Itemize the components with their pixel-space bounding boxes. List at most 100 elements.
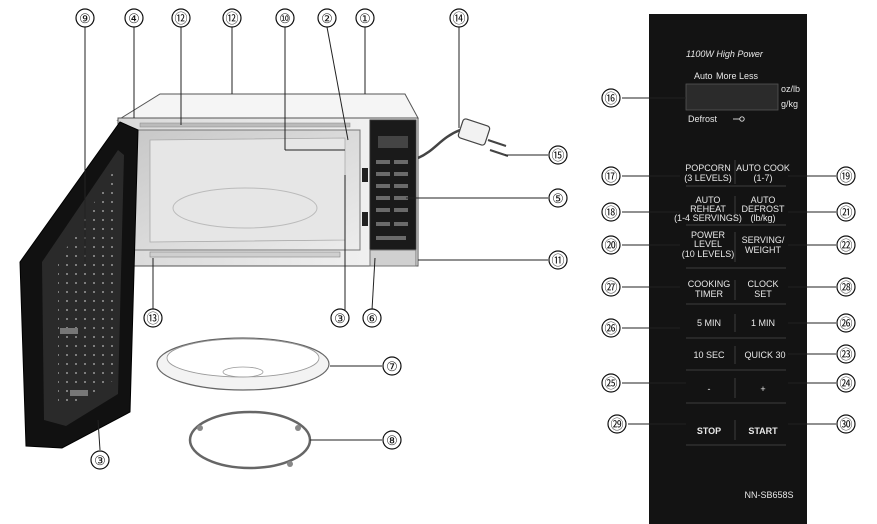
callout-1: ① — [355, 8, 375, 28]
callout-7: ⑦ — [382, 356, 402, 376]
svg-text:DEFROST: DEFROST — [741, 204, 785, 214]
svg-text:SET: SET — [754, 289, 772, 299]
callout-13: ⑬ — [143, 308, 163, 328]
callout-11: ⑪ — [548, 250, 568, 270]
svg-text:⑦: ⑦ — [386, 359, 398, 374]
right-leader-lines — [622, 97, 836, 425]
svg-text:⑧: ⑧ — [386, 433, 398, 448]
svg-text:(1-7): (1-7) — [753, 173, 772, 183]
serving-weight-button[interactable]: SERVING/ WEIGHT — [742, 235, 785, 255]
callout-17: ⑰ — [601, 166, 621, 186]
svg-text:⑭: ⑭ — [452, 11, 465, 26]
svg-text:⑥: ⑥ — [366, 311, 378, 326]
callout-26a: ㉖ — [601, 318, 621, 338]
svg-text:㉖: ㉖ — [604, 321, 617, 336]
svg-text:(1-4 SERVINGS): (1-4 SERVINGS) — [674, 213, 742, 223]
one-min-button[interactable]: 1 MIN — [751, 318, 775, 328]
svg-text:AUTO: AUTO — [751, 195, 776, 205]
svg-text:⑤: ⑤ — [552, 191, 564, 206]
display-unit-oz: oz/lb — [781, 84, 800, 94]
callout-10: ⑩ — [275, 8, 295, 28]
callout-2: ② — [317, 8, 337, 28]
callout-22: ㉒ — [836, 235, 856, 255]
svg-text:⑫: ⑫ — [225, 11, 238, 26]
auto-cook-button[interactable]: AUTO COOK (1-7) — [736, 163, 790, 183]
left-leader-lines — [84, 26, 548, 451]
panel-separators — [686, 160, 786, 446]
callout-27: ㉗ — [601, 277, 621, 297]
callout-12b: ⑫ — [222, 8, 242, 28]
stop-button[interactable]: STOP — [697, 426, 721, 436]
svg-text:⑪: ⑪ — [551, 253, 564, 268]
callout-8: ⑧ — [382, 430, 402, 450]
callout-26b: ㉖ — [836, 313, 856, 333]
minus-button[interactable]: - — [708, 384, 711, 394]
callout-15: ⑮ — [548, 145, 568, 165]
power-level-button[interactable]: POWER LEVEL (10 LEVELS) — [682, 230, 735, 259]
callout-9: ⑨ — [75, 8, 95, 28]
roller-ring — [188, 410, 312, 470]
plus-button[interactable]: + — [760, 384, 765, 394]
svg-text:⑫: ⑫ — [174, 11, 187, 26]
callout-4: ④ — [124, 8, 144, 28]
callout-24: ㉔ — [836, 373, 856, 393]
svg-text:㉙: ㉙ — [610, 417, 623, 432]
callout-14: ⑭ — [449, 8, 469, 28]
display-defrost-label: Defrost — [688, 114, 718, 124]
svg-text:AUTO COOK: AUTO COOK — [736, 163, 790, 173]
display-less-label: Less — [739, 71, 759, 81]
lcd-display — [685, 83, 779, 111]
svg-text:POWER: POWER — [691, 230, 726, 240]
svg-text:㉒: ㉒ — [839, 238, 852, 253]
svg-text:③: ③ — [94, 453, 106, 468]
popcorn-button[interactable]: POPCORN (3 LEVELS) — [684, 163, 732, 183]
callout-18: ⑱ — [601, 202, 621, 222]
svg-text:㉔: ㉔ — [839, 376, 852, 391]
quick30-button[interactable]: QUICK 30 — [744, 350, 785, 360]
svg-text:⑰: ⑰ — [604, 169, 617, 184]
microwave-body — [116, 93, 419, 267]
callout-3a: ③ — [330, 308, 350, 328]
svg-text:⑯: ⑯ — [604, 91, 617, 106]
callout-25: ㉕ — [601, 373, 621, 393]
start-button[interactable]: START — [748, 426, 778, 436]
svg-text:REHEAT: REHEAT — [690, 204, 726, 214]
callout-19: ⑲ — [836, 166, 856, 186]
callout-3b: ③ — [90, 450, 110, 470]
svg-text:②: ② — [321, 11, 333, 26]
svg-text:㉑: ㉑ — [839, 205, 852, 220]
microwave-door — [19, 121, 139, 449]
power-cord — [417, 118, 509, 160]
five-min-button[interactable]: 5 MIN — [697, 318, 721, 328]
clock-set-button[interactable]: CLOCK SET — [747, 279, 778, 299]
svg-text:(10 LEVELS): (10 LEVELS) — [682, 249, 735, 259]
callout-21: ㉑ — [836, 202, 856, 222]
svg-text:㉗: ㉗ — [604, 280, 617, 295]
svg-text:⑳: ⑳ — [604, 238, 617, 253]
callout-20: ⑳ — [601, 235, 621, 255]
svg-text:LEVEL: LEVEL — [694, 239, 722, 249]
ten-sec-button[interactable]: 10 SEC — [693, 350, 725, 360]
auto-defrost-button[interactable]: AUTO DEFROST (lb/kg) — [741, 195, 785, 223]
cooking-timer-button[interactable]: COOKING TIMER — [688, 279, 731, 299]
model-number: NN-SB658S — [744, 490, 793, 500]
svg-text:⑨: ⑨ — [79, 11, 91, 26]
svg-text:TIMER: TIMER — [695, 289, 723, 299]
svg-text:⑱: ⑱ — [604, 205, 617, 220]
callout-5: ⑤ — [548, 188, 568, 208]
svg-text:③: ③ — [334, 311, 346, 326]
svg-text:㉕: ㉕ — [604, 376, 617, 391]
svg-text:㉓: ㉓ — [839, 347, 852, 362]
svg-text:POPCORN: POPCORN — [685, 163, 731, 173]
svg-text:㉘: ㉘ — [839, 280, 852, 295]
callout-23: ㉓ — [836, 344, 856, 364]
svg-text:①: ① — [359, 11, 371, 26]
svg-text:④: ④ — [128, 11, 140, 26]
callout-29: ㉙ — [607, 414, 627, 434]
glass-tray — [156, 337, 330, 391]
svg-text:㉚: ㉚ — [839, 417, 852, 432]
auto-reheat-button[interactable]: AUTO REHEAT (1-4 SERVINGS) — [674, 195, 742, 223]
display-unit-g: g/kg — [781, 99, 798, 109]
